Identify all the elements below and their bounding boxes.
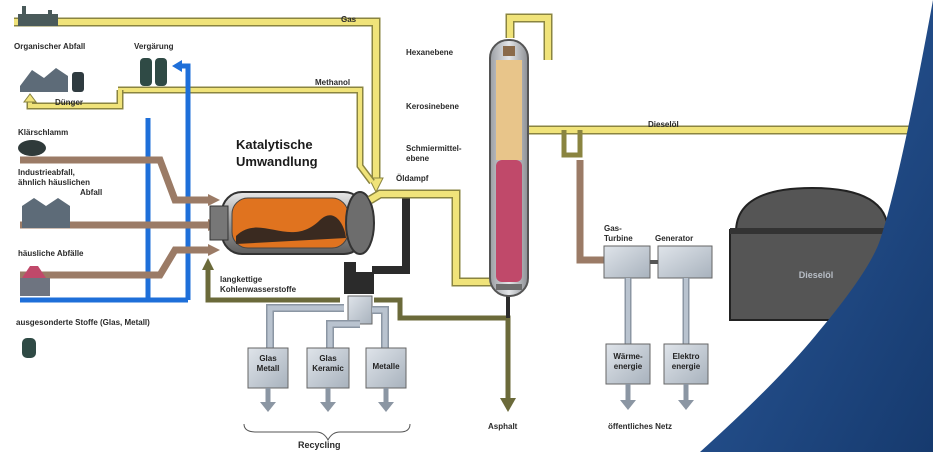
glas-metall-label-2: Metall <box>256 364 280 373</box>
recycling-brace <box>243 423 411 442</box>
kerosene-level-label: Kerosinebene <box>406 102 459 111</box>
factory-icon <box>18 6 58 26</box>
heat-energy-label-2: energie <box>613 362 643 371</box>
electric-energy-label-1: Elektro <box>672 352 700 361</box>
household-waste-label: häusliche Abfälle <box>18 249 84 258</box>
methanol-pipe <box>118 86 375 185</box>
gas-label: Gas <box>341 15 357 24</box>
catalytic-label-1: Katalytische <box>236 137 313 152</box>
oil-vapour-label: Öldampf <box>396 174 429 183</box>
output-box-waerme <box>605 343 651 410</box>
duenger-pipe <box>23 90 124 110</box>
recycling-pipes <box>266 304 389 348</box>
industrial-waste-label-1: Industrieabfall, <box>18 168 75 177</box>
turbine-feed-pipe <box>576 160 606 264</box>
household-waste-icon <box>20 266 50 296</box>
fermentation-label: Vergärung <box>134 42 174 51</box>
fermentation-tanks-icon <box>140 58 167 86</box>
long-chain-label-1: langkettige <box>220 275 263 284</box>
olive-pipes <box>202 258 516 412</box>
diesel-pipe-label: Dieselöl <box>648 120 679 129</box>
industrial-waste-icon <box>22 198 70 228</box>
glas-metall-label-1: Glas <box>259 354 277 363</box>
industrial-waste-label-3: Abfall <box>80 188 103 197</box>
glas-keramic-label-1: Glas <box>319 354 337 363</box>
generator-label: Generator <box>655 234 694 243</box>
heat-energy-label-1: Wärme- <box>613 352 643 361</box>
output-box-metalle <box>365 347 407 412</box>
diesel-tank-label: Dieselöl <box>798 270 834 280</box>
lubricant-level-label-2: ebene <box>406 154 430 163</box>
separated-materials-icon <box>22 338 36 358</box>
oil-vapour-pipe <box>367 189 492 287</box>
output-box-glas-metall <box>247 347 289 412</box>
lubricant-level-label-1: Schmiermittel- <box>406 144 462 153</box>
industrial-waste-label-2: ähnlich häuslichen <box>18 178 91 187</box>
catalytic-label-2: Umwandlung <box>236 154 318 169</box>
catalytic-reactor <box>209 191 375 255</box>
glas-keramic-label-2: Keramic <box>312 364 344 373</box>
organic-waste-label: Organischer Abfall <box>14 42 86 51</box>
gas-turbine-label-2: Turbine <box>604 234 633 243</box>
recycling-label: Recycling <box>298 440 341 450</box>
generator <box>650 245 713 279</box>
separator <box>344 272 374 325</box>
brown-input-pipes <box>20 156 220 279</box>
metalle-label: Metalle <box>372 362 400 371</box>
energy-pipes <box>624 278 690 344</box>
electric-energy-label-2: energie <box>671 362 701 371</box>
long-chain-label-2: Kohlenwasserstoffe <box>220 285 297 294</box>
output-box-glas-keramic <box>306 347 350 412</box>
separated-materials-label: ausgesonderte Stoffe (Glas, Metall) <box>16 318 150 327</box>
sewage-sludge-label: Klärschlamm <box>18 128 69 137</box>
gas-turbine <box>603 245 651 279</box>
fertilizer-label: Dünger <box>55 98 83 107</box>
gas-turbine-label-1: Gas- <box>604 224 622 233</box>
public-grid-label: öffentliches Netz <box>608 422 673 431</box>
hexane-level-label: Hexanebene <box>406 48 454 57</box>
distillation-tower <box>489 39 529 297</box>
corner-decoration <box>700 0 933 452</box>
hexane-loop-pipe <box>505 13 553 60</box>
asphalt-label: Asphalt <box>488 422 518 431</box>
organic-waste-icon <box>20 68 84 92</box>
output-box-elektro <box>663 343 709 410</box>
sludge-icon <box>18 140 46 156</box>
methanol-label: Methanol <box>315 78 351 87</box>
